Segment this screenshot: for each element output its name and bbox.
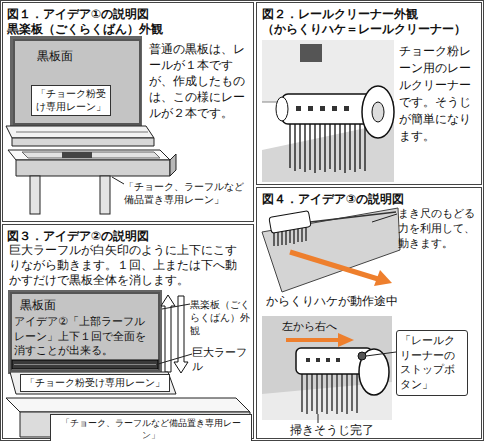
callout-label: まき尺のもどる力を利用して、動きます。 <box>398 206 478 251</box>
cleaner-knob <box>276 97 288 121</box>
tape-line <box>310 212 396 222</box>
leader-line <box>158 354 192 364</box>
supply-rail-end <box>170 154 176 176</box>
rail-label: 「チョーク、ラーフルなど備品置き専用レーン」 <box>53 417 249 441</box>
rail-label-box: 「チョーク粉受け専用レーン」 <box>31 85 111 116</box>
brush-bristles <box>302 372 357 414</box>
tape-measure <box>359 349 389 395</box>
caption-text: からくりハケが動作途中 <box>266 294 466 309</box>
board-frame <box>10 36 142 126</box>
stop-button <box>358 352 366 360</box>
leader-line <box>366 352 396 356</box>
eraser-felt <box>14 364 156 365</box>
board-label: 黒板面 <box>37 49 117 64</box>
blackboard-surface: 黒板面「チョーク粉受け専用レーン」 <box>13 39 141 125</box>
down-arrow <box>174 296 188 373</box>
chalk-rail <box>10 372 176 394</box>
stand-leg <box>100 176 110 214</box>
figure-subtitle: （からくりハケ＝レールクリーナー） <box>262 21 480 37</box>
rail-label-box: 「チョーク粉受け専用レーン」 <box>20 374 170 392</box>
direction-arrow-head <box>338 333 354 347</box>
description-text: 普通の黒板は、レールが１本ですが、作成したものは、この様にレールが２本です。 <box>149 41 251 121</box>
up-arrow <box>161 295 175 372</box>
figure-subtitle: 黒楽板（ごくらくばん）外観 <box>7 21 247 37</box>
leader-line <box>318 414 319 423</box>
annotation-text: アイデア②「上部ラーフルレーン」上下１回で全面を消すことが出来る。 <box>14 315 154 359</box>
supply-rail-top <box>8 150 170 160</box>
stand-leg <box>30 176 40 214</box>
rail-trough <box>262 208 400 292</box>
scene-background <box>262 316 392 420</box>
supply-rail-groove <box>22 152 160 158</box>
tape-hub <box>372 102 384 122</box>
figure-title: 図４．アイデア③の説明図 <box>262 191 478 207</box>
chalk-rail-top <box>6 126 154 138</box>
figure-title: 図２．レールクリーナー外観 <box>262 6 478 22</box>
board-label: 黒板面 <box>20 298 100 313</box>
figure-panel: 図２．レールクリーナー外観（からくりハケ＝レールクリーナー） チョーク粉レーン用の… <box>256 2 482 185</box>
figure-title: 図１．アイデア①の説明図 <box>7 6 247 22</box>
description-text: チョーク粉レーン用のレールクリーナーです。そうじが簡単になります。 <box>399 43 479 145</box>
callout-label: 黒楽板（ごくらくばん）外観 <box>190 298 252 337</box>
stop-button-callout: 「レールクリーナーのストップボタン」 <box>396 330 468 396</box>
leader-line <box>162 304 190 309</box>
tape-measure <box>362 86 394 138</box>
brush-bristles <box>290 124 365 173</box>
motion-arrow-head <box>374 270 392 286</box>
brush-device <box>269 211 311 234</box>
rail-label-box: 「チョーク、ラーフルなど備品置き専用レーン」 <box>50 414 252 441</box>
leader-line <box>372 214 397 222</box>
figure-title: 図３．アイデア②の説明図 <box>7 228 247 244</box>
motion-arrow-shaft <box>290 252 378 279</box>
eraser-item <box>62 152 92 158</box>
cleaner-holes <box>306 358 340 362</box>
supply-rail-front <box>16 160 170 176</box>
wall-bracket <box>300 44 322 62</box>
board-frame <box>8 290 162 374</box>
caption-text: 掃きそうじ完了 <box>290 423 440 438</box>
rail-label: 「チョーク粉受け専用レーン」 <box>34 88 108 113</box>
giant-eraser <box>12 360 158 369</box>
callout-label: 巨大ラーフル <box>192 346 252 374</box>
direction-label: 左から右へ <box>282 320 372 334</box>
leader-line <box>112 177 124 184</box>
rail-groove <box>16 132 148 133</box>
chalk-rail-front <box>12 138 154 146</box>
description-text: 巨大ラーフルが白矢印のように上下にこすりながら動きます。１回、上または下へ動かす… <box>9 243 247 288</box>
callout-label: 「チョーク、ラーフルなど備品置き専用レーン」 <box>124 180 252 206</box>
cleaner-holes <box>296 106 349 111</box>
direction-arrow-shaft <box>286 338 340 342</box>
callout-text: 「レールクリーナーのストップボタン」 <box>400 334 464 392</box>
rail-label: 「チョーク粉受け専用レーン」 <box>23 376 167 390</box>
supply-rail-top <box>6 398 250 412</box>
